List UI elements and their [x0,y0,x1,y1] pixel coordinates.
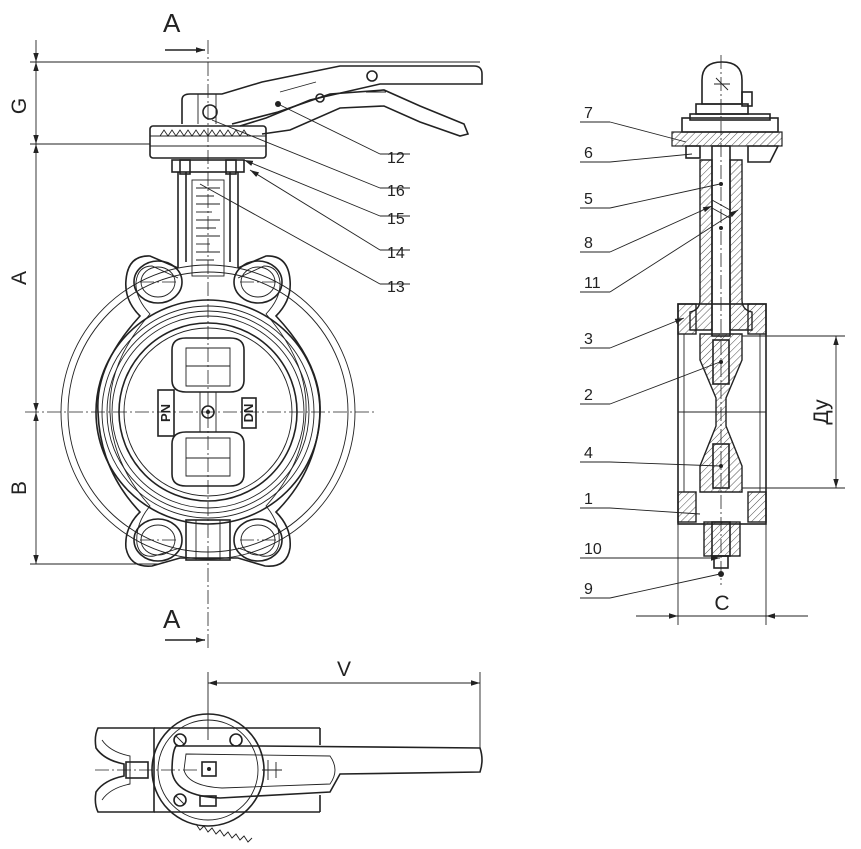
dim-g: G [8,98,31,114]
front-callouts: 12 16 15 14 13 [199,103,410,296]
seat-outer-ring [95,299,321,525]
callout-1: 1 [584,491,593,508]
pressure-mark-plate [157,389,175,437]
top-flange [149,125,267,175]
side-section-view: Ду C [580,55,845,625]
bottom-boss [185,519,231,561]
handle [181,65,483,137]
pressure-mark: PN [158,404,173,422]
callout-3: 3 [584,331,593,348]
bottom-plug [703,521,741,577]
callout-12: 12 [387,150,405,167]
top-body-outline [94,727,155,813]
dim-b: B [8,481,31,495]
gear-cap [671,61,783,163]
side-callouts: 7 6 5 8 11 3 2 4 1 10 9 [580,105,739,599]
disc [171,337,245,487]
callout-14: 14 [387,245,405,262]
callout-2: 2 [584,387,593,404]
callout-7: 7 [584,105,593,122]
gear-teeth [195,823,253,843]
callout-4: 4 [584,445,593,462]
callout-15: 15 [387,211,405,228]
section-label-top: A [163,8,181,38]
front-view: PN DN [8,8,483,650]
c-dimension: C [636,524,808,625]
top-handle [171,745,483,799]
dim-a: A [8,271,31,285]
valve-body-outline [97,255,321,567]
seat-inner-ring [118,322,298,502]
top-view: V [94,658,483,843]
section-marks: A A [163,8,205,643]
callout-11: 11 [584,275,601,292]
callout-6: 6 [584,145,593,162]
dim-c: C [714,592,729,615]
callout-5: 5 [584,191,593,208]
dn-dimension: Ду [742,335,845,489]
neck-nameplate [191,179,225,277]
stem-section [689,145,753,337]
callout-8: 8 [584,235,593,252]
dim-v: V [337,658,351,681]
size-mark: DN [241,404,256,423]
size-mark-plate [241,397,257,429]
section-label-bottom: A [163,604,181,634]
top-flange-section [671,131,783,147]
dim-dn: Ду [810,399,833,425]
lug-holes [133,260,283,562]
callout-10: 10 [584,541,602,558]
callout-13: 13 [387,279,405,296]
front-dimensions: G A B [8,40,480,565]
callout-16: 16 [387,183,405,200]
callout-9: 9 [584,581,593,598]
disc-profile [699,333,743,493]
body-section [677,303,767,525]
